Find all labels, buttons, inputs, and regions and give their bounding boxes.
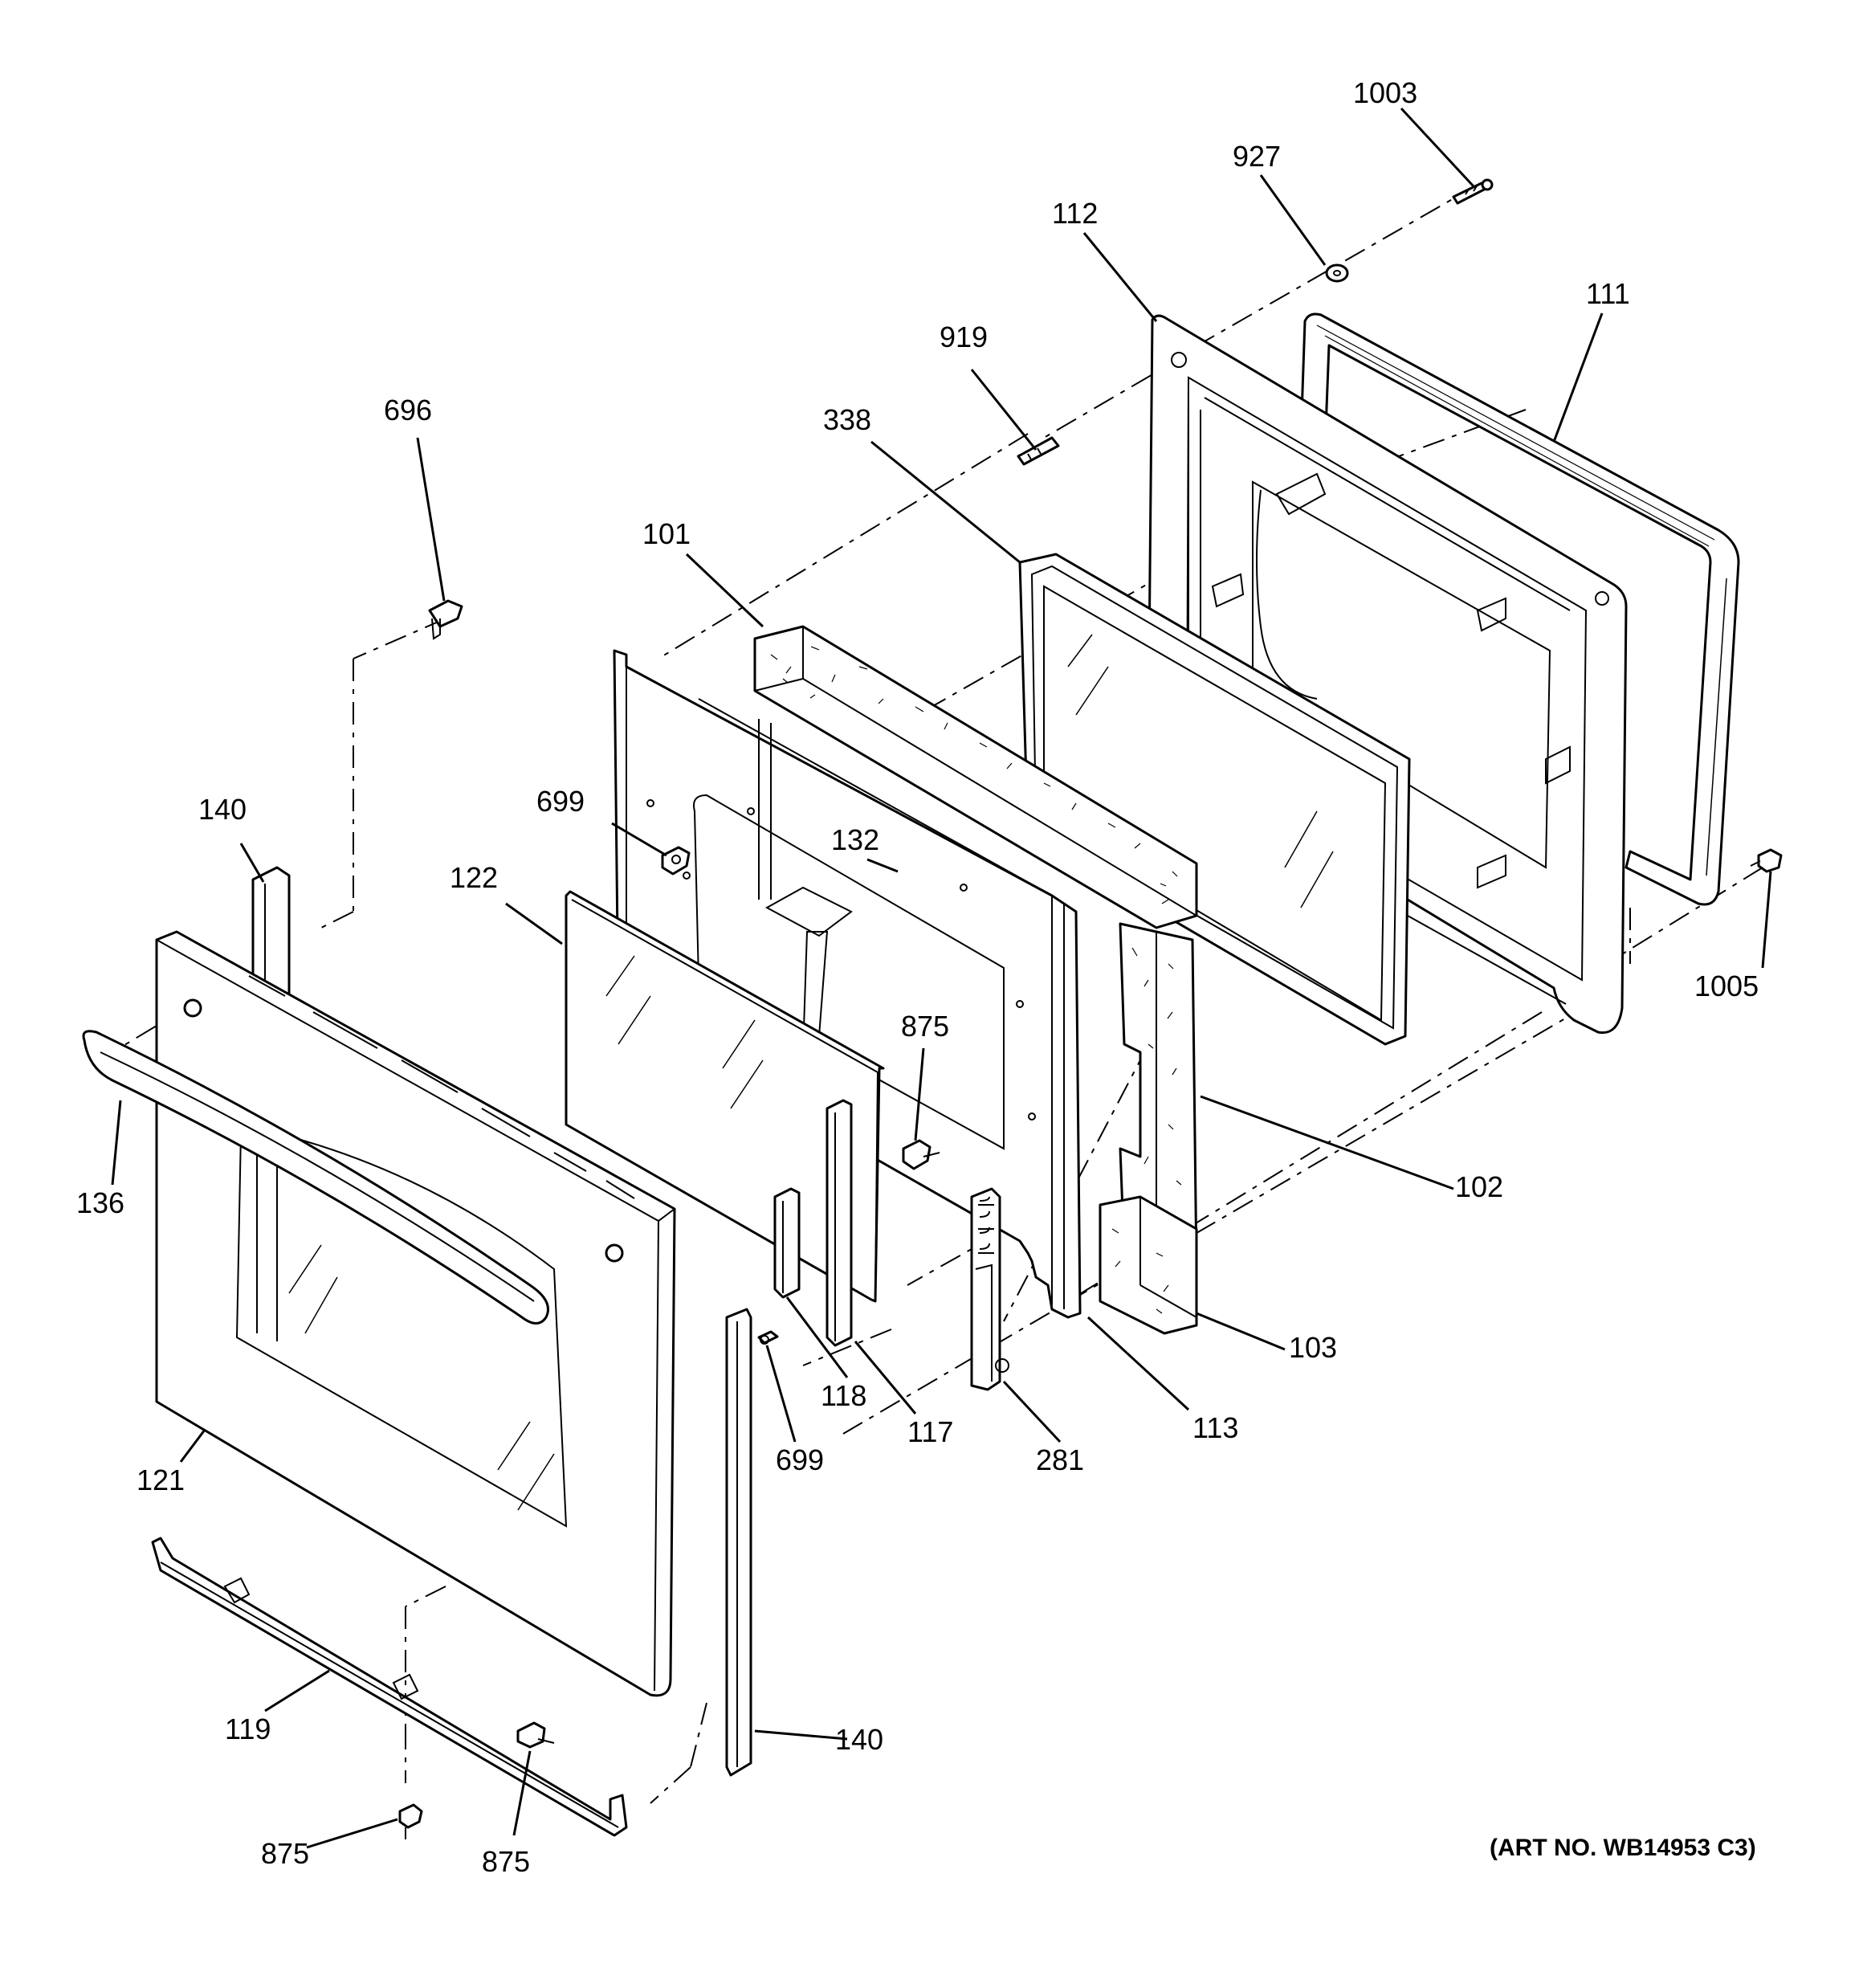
callout-281: 281 — [1036, 1443, 1084, 1476]
callout-875-upper: 875 — [901, 1010, 949, 1043]
screw-699-lower — [757, 1330, 779, 1345]
inner-door-liner-113 — [613, 649, 1082, 1319]
bracket-118 — [773, 1187, 801, 1299]
art-number: (ART NO. WB14953 C3) — [1490, 1835, 1756, 1861]
callout-1005: 1005 — [1694, 970, 1759, 1002]
callout-labels: 1003 927 112 111 919 338 696 101 699 132… — [76, 76, 1759, 1878]
callout-699-lower: 699 — [776, 1443, 824, 1476]
callout-113: 113 — [1192, 1411, 1238, 1444]
screw-919 — [1017, 436, 1060, 466]
callout-103: 103 — [1289, 1331, 1337, 1364]
callout-119: 119 — [225, 1712, 271, 1745]
door-gasket-111 — [1299, 312, 1740, 906]
callout-121: 121 — [137, 1463, 185, 1496]
callout-leader-lines — [111, 107, 1772, 1849]
screw-875-lower-left — [398, 1803, 423, 1839]
callout-140-lower: 140 — [835, 1723, 883, 1756]
screw-1003 — [1452, 178, 1494, 205]
callout-122: 122 — [450, 861, 498, 894]
callout-1003: 1003 — [1353, 76, 1417, 109]
screw-875-lower-right — [516, 1721, 555, 1749]
washer-927 — [1325, 263, 1349, 283]
screw-696 — [428, 599, 463, 640]
callout-117: 117 — [907, 1415, 953, 1448]
callout-919: 919 — [940, 320, 988, 353]
screw-875-upper — [902, 1139, 940, 1170]
callout-927: 927 — [1233, 140, 1281, 173]
callout-102: 102 — [1455, 1170, 1503, 1203]
bottom-trim-119 — [151, 1537, 628, 1837]
callout-136: 136 — [76, 1186, 124, 1219]
screw-1005 — [1750, 848, 1783, 873]
insulation-batt-103 — [1099, 1195, 1198, 1335]
callout-132: 132 — [831, 823, 879, 856]
callout-101: 101 — [642, 517, 691, 550]
callout-338: 338 — [823, 403, 871, 436]
insulation-batt-101 — [753, 625, 1198, 929]
callout-140-upper: 140 — [198, 793, 247, 826]
outer-door-panel-121 — [155, 930, 676, 1697]
inner-glass-122 — [565, 890, 885, 1303]
handle-136 — [82, 1030, 549, 1325]
callout-875-lower-right: 875 — [482, 1845, 530, 1878]
screw-699-upper — [661, 846, 691, 876]
callout-696: 696 — [384, 394, 432, 427]
hinge-281 — [970, 1187, 1009, 1391]
callout-111: 111 — [1586, 277, 1630, 310]
callout-699-upper: 699 — [536, 785, 585, 818]
callout-875-lower-left: 875 — [261, 1837, 309, 1870]
callout-118: 118 — [821, 1379, 866, 1412]
side-trim-140-lower — [725, 1308, 752, 1777]
callout-112: 112 — [1052, 197, 1098, 230]
bracket-117 — [826, 1099, 853, 1347]
